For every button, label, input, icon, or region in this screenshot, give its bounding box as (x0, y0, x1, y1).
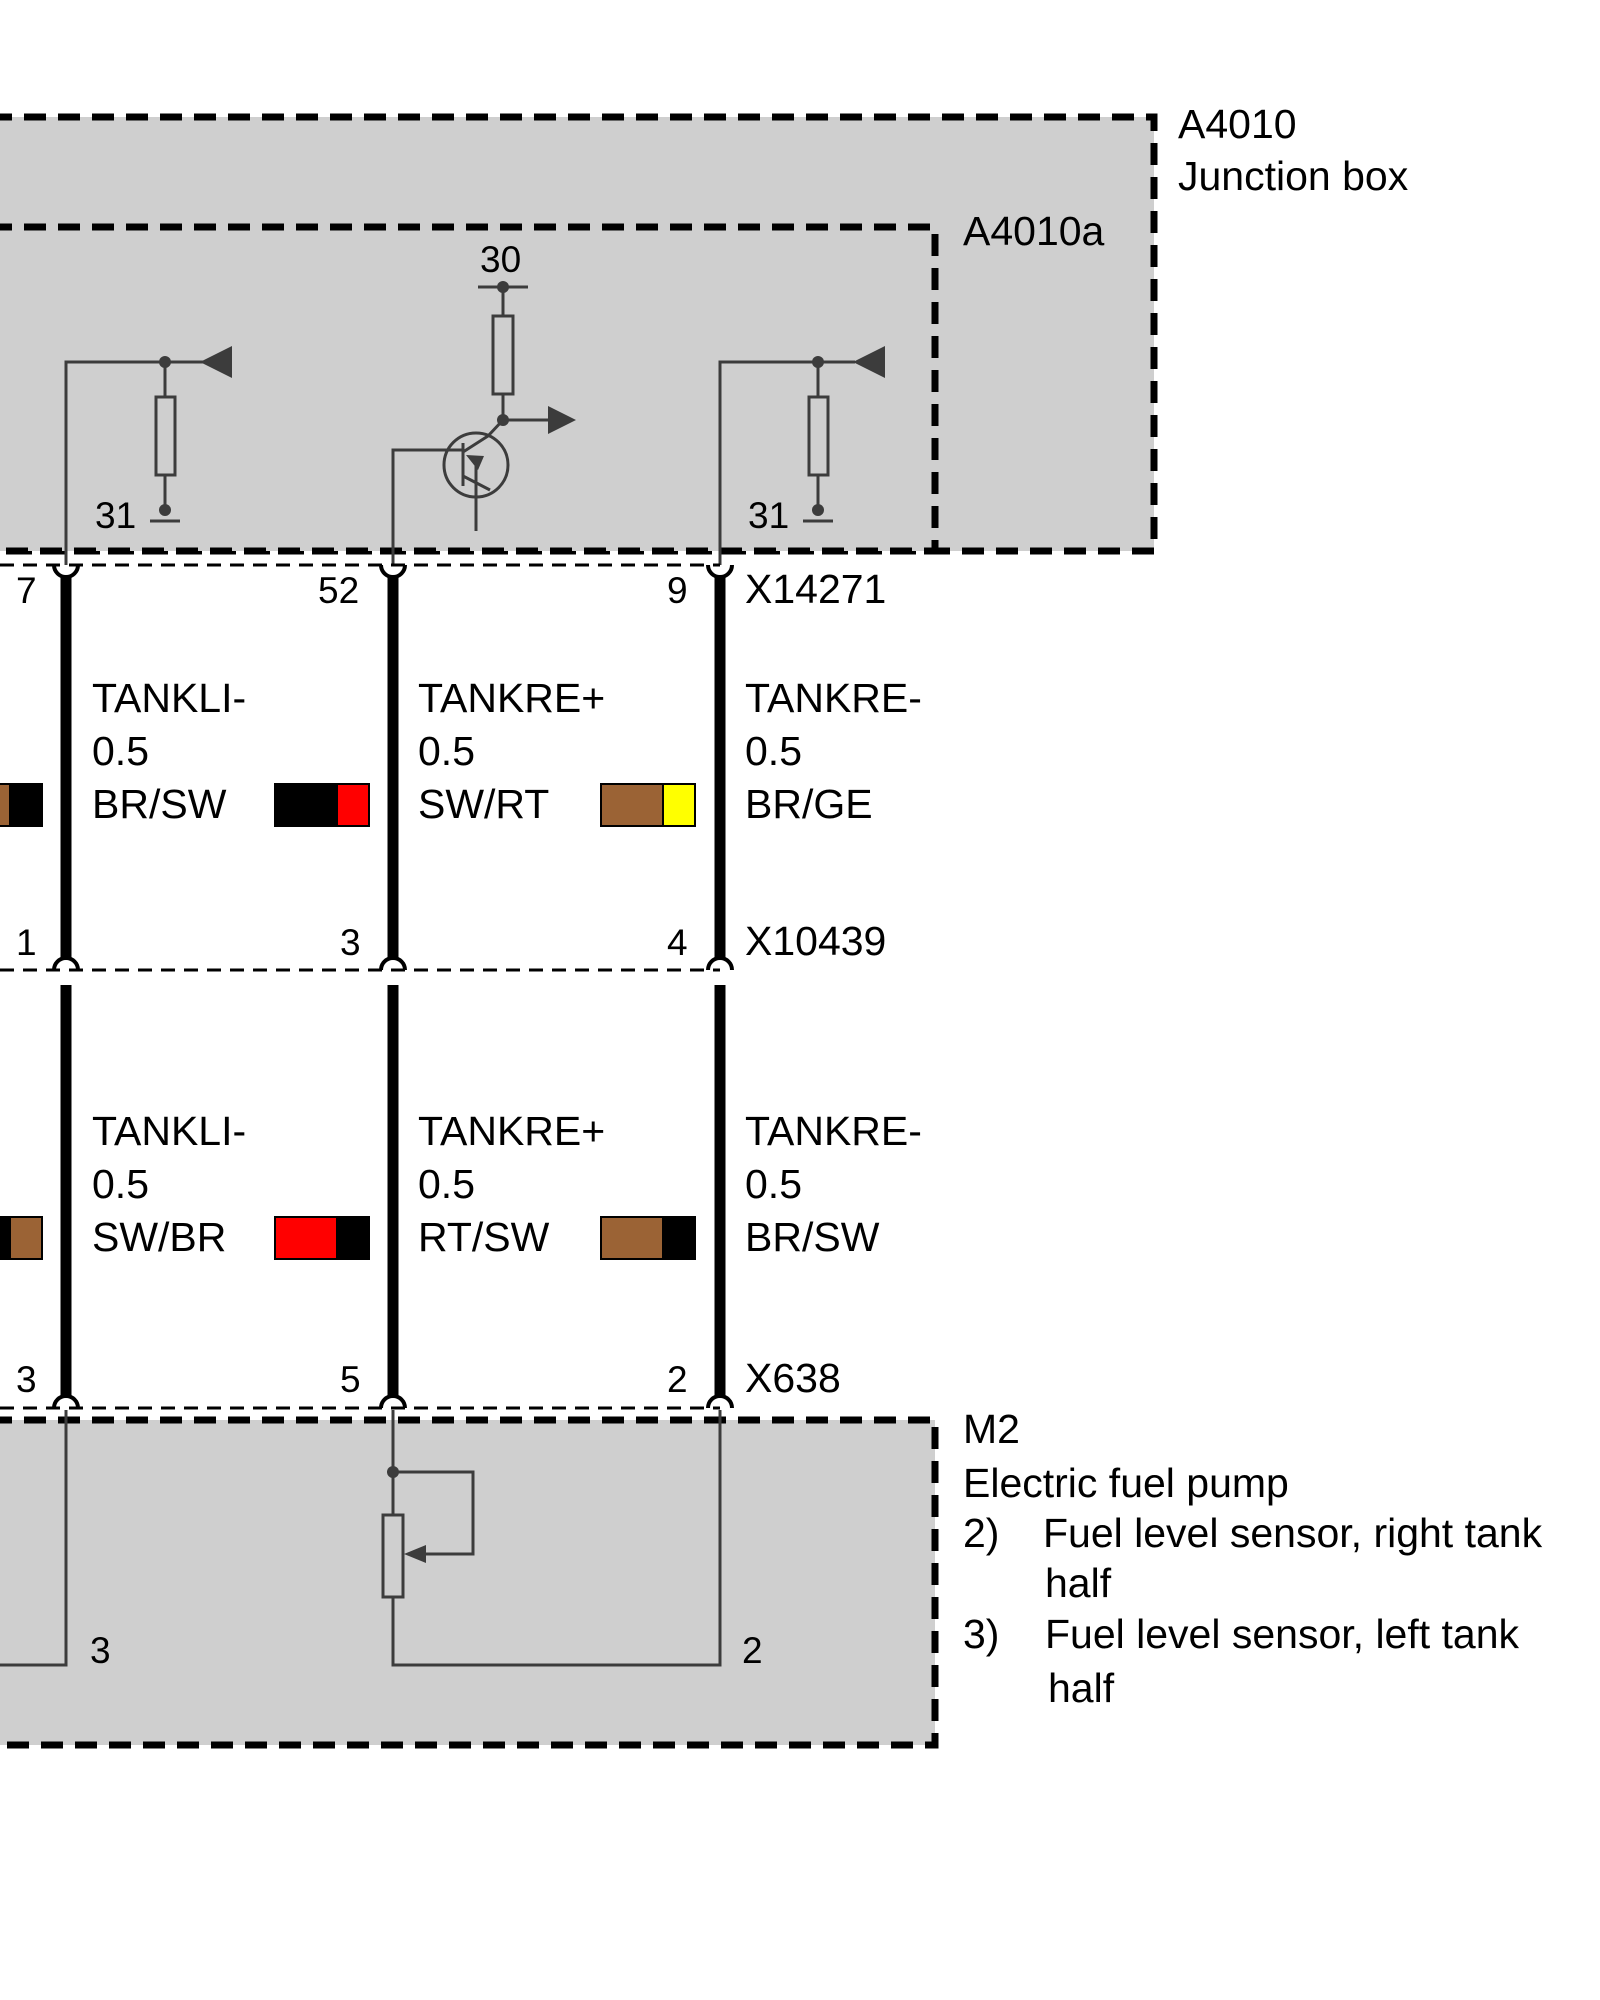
transistor-emitter-arrow-icon (466, 455, 484, 470)
wire-labels-upper: TANKLI- 0.5 BR/SW TANKRE+ 0.5 SW/RT TANK… (92, 675, 922, 827)
wire-size: 0.5 (92, 1161, 149, 1207)
wire-size: 0.5 (92, 728, 149, 774)
wire-signal: TANKRE+ (418, 675, 605, 721)
pin-top-2: 52 (318, 570, 359, 611)
fuel-pump-circuit (0, 1410, 722, 1667)
fuel-pump-outline (0, 1416, 939, 1749)
pump-pin-right: 2 (742, 1630, 763, 1671)
transistor-supply-node (497, 281, 509, 293)
swatch-b (9, 1216, 43, 1260)
supply-terminal-30: 30 (480, 239, 521, 280)
note-text: Fuel level sensor, right tank (1043, 1510, 1543, 1556)
submodule-outline (0, 223, 939, 555)
right-ground-node (812, 504, 824, 516)
note-text-cont: half (1048, 1665, 1115, 1711)
pin-top-3: 9 (667, 570, 688, 611)
right-sense-node (812, 356, 824, 368)
note-number: 2) (963, 1510, 999, 1556)
wire-signal: TANKRE+ (418, 1108, 605, 1154)
swatch-a (274, 783, 338, 827)
left-ground-node (159, 504, 171, 516)
wire-color-code: SW/RT (418, 781, 549, 827)
wire-labels-lower: TANKLI- 0.5 SW/BR TANKRE+ 0.5 RT/SW TANK… (92, 1108, 922, 1260)
pump-pin-left: 3 (90, 1630, 111, 1671)
wire-color-code: BR/SW (745, 1214, 880, 1260)
color-swatches-upper (0, 783, 696, 827)
swatch-a (600, 783, 664, 827)
wire-color-code: RT/SW (418, 1214, 550, 1260)
swatch-b (336, 783, 370, 827)
wire-size: 0.5 (418, 1161, 475, 1207)
swatch-b (336, 1216, 370, 1260)
wire-signal: TANKRE- (745, 1108, 922, 1154)
wire-signal: TANKLI- (92, 1108, 246, 1154)
junction-box-name: Junction box (1178, 153, 1409, 199)
swatch-a (600, 1216, 664, 1260)
connector-middle-id: X10439 (745, 918, 886, 964)
right-ground-terminal: 31 (748, 495, 789, 536)
pin-bot-2: 5 (340, 1359, 361, 1400)
wire-color-code: BR/SW (92, 781, 227, 827)
note-number: 3) (963, 1611, 999, 1657)
wire-size: 0.5 (745, 728, 802, 774)
wire-size: 0.5 (745, 1161, 802, 1207)
left-sense-node (159, 356, 171, 368)
wire-signal: TANKLI- (92, 675, 246, 721)
wire-color-code: BR/GE (745, 781, 873, 827)
connector-top-id: X14271 (745, 566, 886, 612)
swatch-b (662, 1216, 696, 1260)
pin-mid-3: 4 (667, 922, 688, 963)
pin-top-1: 7 (16, 570, 37, 611)
left-ground-terminal: 31 (95, 495, 136, 536)
pump-id: M2 (963, 1406, 1020, 1452)
swatch-b (9, 783, 43, 827)
left-sense-arrow-icon (200, 346, 232, 378)
wire-signal: TANKRE- (745, 675, 922, 721)
swatch-b (662, 783, 696, 827)
pin-bot-1: 3 (16, 1359, 37, 1400)
note-text: Fuel level sensor, left tank (1045, 1611, 1520, 1657)
wire-color-code: SW/BR (92, 1214, 226, 1260)
submodule-id: A4010a (963, 208, 1105, 254)
swatch-a (0, 1216, 11, 1260)
note-text-cont: half (1045, 1560, 1112, 1606)
fuel-sensor-wiper-arrow-icon (404, 1545, 426, 1563)
pin-mid-1: 1 (16, 922, 37, 963)
fuel-sensor-node (387, 1466, 399, 1478)
transistor-output-arrow-icon (548, 406, 576, 434)
swatch-a (274, 1216, 338, 1260)
pin-mid-2: 3 (340, 922, 361, 963)
pump-name: Electric fuel pump (963, 1460, 1289, 1506)
pin-bot-3: 2 (667, 1359, 688, 1400)
right-sense-arrow-icon (853, 346, 885, 378)
wire-size: 0.5 (418, 728, 475, 774)
connector-pin-marks (52, 564, 734, 1409)
left-sense-circuit (64, 360, 205, 565)
wire-harness (60, 575, 726, 1396)
junction-box-id: A4010 (1178, 101, 1297, 147)
color-swatches-lower (0, 1216, 696, 1260)
connector-bottom-id: X638 (745, 1355, 841, 1401)
transistor-collector-node (497, 414, 509, 426)
